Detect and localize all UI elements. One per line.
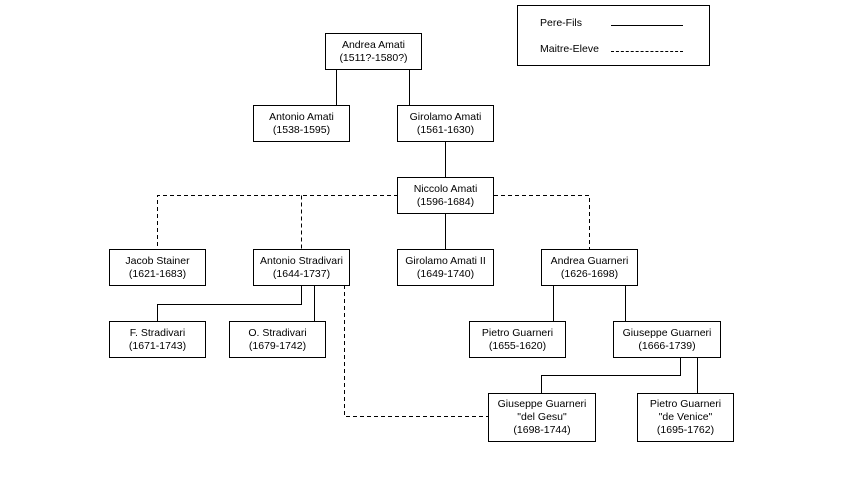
node-name: Pietro Guarneri (649, 398, 722, 410)
node-name: Jacob Stainer (125, 254, 190, 267)
node-giuseppe-guarneri-del-gesu: Giuseppe Guarneri "del Gesu" (1698-1744) (488, 393, 596, 442)
node-name: Antonio Amati (269, 110, 334, 123)
node-f-stradivari: F. Stradivari (1671-1743) (109, 321, 206, 358)
node-pietro-guarneri-de-venice: Pietro Guarneri "de Venice" (1695-1762) (637, 393, 734, 442)
node-name: Niccolo Amati (413, 182, 478, 195)
node-dates: (1679-1742) (248, 339, 307, 352)
node-dates: (1695-1762) (656, 424, 715, 436)
node-name: Andrea Amati (341, 38, 406, 51)
edge-giuseppe-del-gesu (541, 357, 681, 393)
edge-niccolo-stainer (157, 195, 398, 249)
node-niccolo-amati: Niccolo Amati (1596-1684) (397, 177, 494, 214)
node-jacob-stainer: Jacob Stainer (1621-1683) (109, 249, 206, 286)
node-dates: (1671-1743) (128, 339, 187, 352)
node-dates: (1621-1683) (128, 267, 187, 280)
node-andrea-amati: Andrea Amati (1511?-1580?) (325, 33, 422, 70)
legend-solid-line (611, 25, 683, 26)
node-dates: (1561-1630) (416, 123, 475, 136)
node-name: O. Stradivari (248, 326, 307, 339)
node-girolamo-amati-ii: Girolamo Amati II (1649-1740) (397, 249, 494, 286)
node-dates: (1596-1684) (416, 195, 475, 208)
node-girolamo-amati: Girolamo Amati (1561-1630) (397, 105, 494, 142)
node-name: Andrea Guarneri (550, 254, 629, 267)
node-dates: (1538-1595) (272, 123, 331, 136)
node-dates: (1698-1744) (513, 424, 571, 436)
edge-stradivari-del-gesu (344, 285, 488, 417)
node-dates: (1511?-1580?) (339, 51, 408, 64)
node-name: Giuseppe Guarneri (622, 326, 712, 339)
node-name: F. Stradivari (129, 326, 186, 339)
node-name: Giuseppe Guarneri (497, 398, 587, 410)
node-name: Antonio Stradivari (260, 254, 343, 267)
node-o-stradivari: O. Stradivari (1679-1742) (229, 321, 326, 358)
edge-stradivari-f-stradivari (157, 285, 302, 321)
legend-master-student-label: Maitre-Eleve (540, 43, 599, 55)
node-name: Pietro Guarneri (481, 326, 554, 339)
node-andrea-guarneri: Andrea Guarneri (1626-1698) (541, 249, 638, 286)
legend: Pere-Fils Maitre-Eleve (517, 5, 710, 66)
node-antonio-amati: Antonio Amati (1538-1595) (253, 105, 350, 142)
node-dates: (1649-1740) (416, 267, 475, 280)
legend-parent-child-label: Pere-Fils (540, 17, 583, 29)
legend-dashed-line (611, 51, 683, 52)
node-nickname: "de Venice" (658, 411, 713, 423)
node-nickname: "del Gesu" (517, 411, 567, 423)
node-name: Girolamo Amati II (405, 254, 486, 267)
node-name: Girolamo Amati (409, 110, 482, 123)
node-dates: (1644-1737) (272, 267, 331, 280)
node-antonio-stradivari: Antonio Stradivari (1644-1737) (253, 249, 350, 286)
node-dates: (1666-1739) (638, 339, 696, 352)
node-pietro-guarneri: Pietro Guarneri (1655-1620) (469, 321, 566, 358)
node-giuseppe-guarneri: Giuseppe Guarneri (1666-1739) (613, 321, 721, 358)
node-dates: (1655-1620) (488, 339, 547, 352)
node-dates: (1626-1698) (560, 267, 619, 280)
edge-niccolo-andrea-guarneri (494, 195, 590, 249)
